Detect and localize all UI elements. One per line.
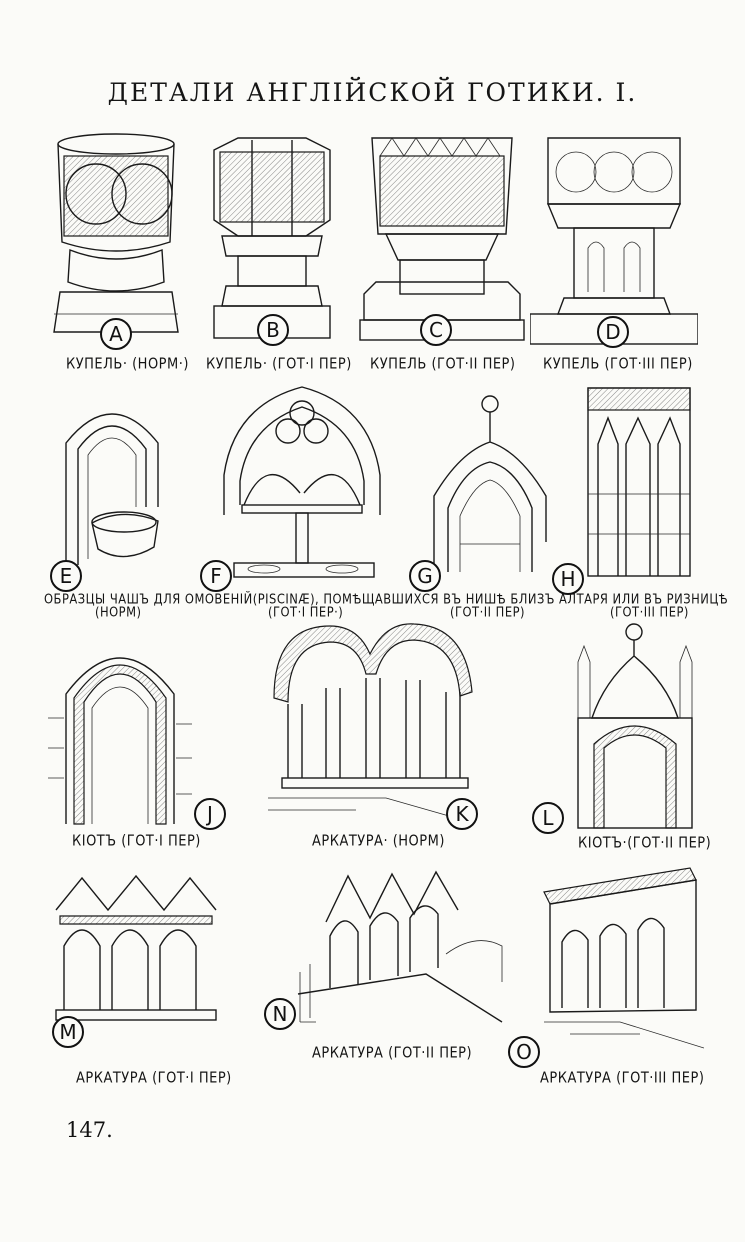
- piscinae-caption: ОБРАЗЦЫ ЧАШЪ ДЛЯ ОМОВЕНІЙ(PISCINÆ), ПОМѢ…: [44, 590, 729, 608]
- caption-n: АРКАТУРА (ГОТ·II ПЕР): [312, 1044, 473, 1063]
- figure-badge-c: C: [420, 314, 452, 346]
- figure-badge-e: E: [50, 560, 82, 592]
- figure-badge-m: M: [52, 1016, 84, 1048]
- caption-l: КІОТЪ·(ГОТ·II ПЕР): [578, 834, 712, 853]
- caption-m: АРКАТУРА (ГОТ·I ПЕР): [76, 1069, 232, 1088]
- figure-badge-a: A: [100, 318, 132, 350]
- piscinae-caption-f-period: (ГОТ·I ПЕР·): [268, 603, 344, 621]
- niche-j-drawing: [44, 628, 194, 828]
- piscinae-caption-e-period: (НОРМ): [95, 603, 142, 621]
- piscina-e-drawing: [62, 395, 162, 575]
- figure-badge-d: D: [597, 316, 629, 348]
- figure-badge-h: H: [552, 563, 584, 595]
- figure-badge-j: J: [194, 798, 226, 830]
- caption-d: КУПЕЛЬ (ГОТ·III ПЕР): [543, 355, 693, 374]
- font-a-drawing: [52, 132, 180, 342]
- niche-l-drawing: [570, 622, 700, 832]
- font-d-drawing: [530, 132, 698, 346]
- piscina-g-drawing: [420, 392, 552, 578]
- page-number: 147.: [66, 1118, 113, 1142]
- piscinae-caption-g-period: (ГОТ·II ПЕР): [450, 603, 526, 621]
- caption-o: АРКАТУРА (ГОТ·III ПЕР): [540, 1069, 705, 1088]
- caption-b: КУПЕЛЬ· (ГОТ·I ПЕР): [206, 355, 352, 374]
- caption-k: АРКАТУРА· (НОРМ): [312, 832, 445, 851]
- font-c-drawing: [356, 130, 528, 344]
- piscinae-caption-h-period: (ГОТ·III ПЕР): [610, 603, 689, 621]
- font-b-drawing: [208, 136, 336, 342]
- piscina-h-drawing: [584, 384, 694, 580]
- figure-badge-g: G: [409, 560, 441, 592]
- caption-c: КУПЕЛЬ (ГОТ·II ПЕР): [370, 355, 516, 374]
- arcade-m-drawing: [52, 860, 220, 1026]
- piscina-f-drawing: [214, 385, 390, 581]
- arcade-o-drawing: [540, 862, 704, 1052]
- arcade-n-drawing: [296, 862, 506, 1030]
- figure-badge-k: K: [446, 798, 478, 830]
- figure-badge-f: F: [200, 560, 232, 592]
- page-title: ДЕТАЛИ АНГЛІЙСКОЙ ГОТИКИ. I.: [107, 78, 638, 107]
- figure-badge-l: L: [532, 802, 564, 834]
- arcade-k-drawing: [266, 618, 480, 824]
- figure-badge-o: O: [508, 1036, 540, 1068]
- figure-badge-n: N: [264, 998, 296, 1030]
- caption-j: КІОТЪ (ГОТ·I ПЕР): [72, 832, 201, 851]
- caption-a: КУПЕЛЬ· (НОРМ·): [66, 355, 189, 374]
- figure-badge-b: B: [257, 314, 289, 346]
